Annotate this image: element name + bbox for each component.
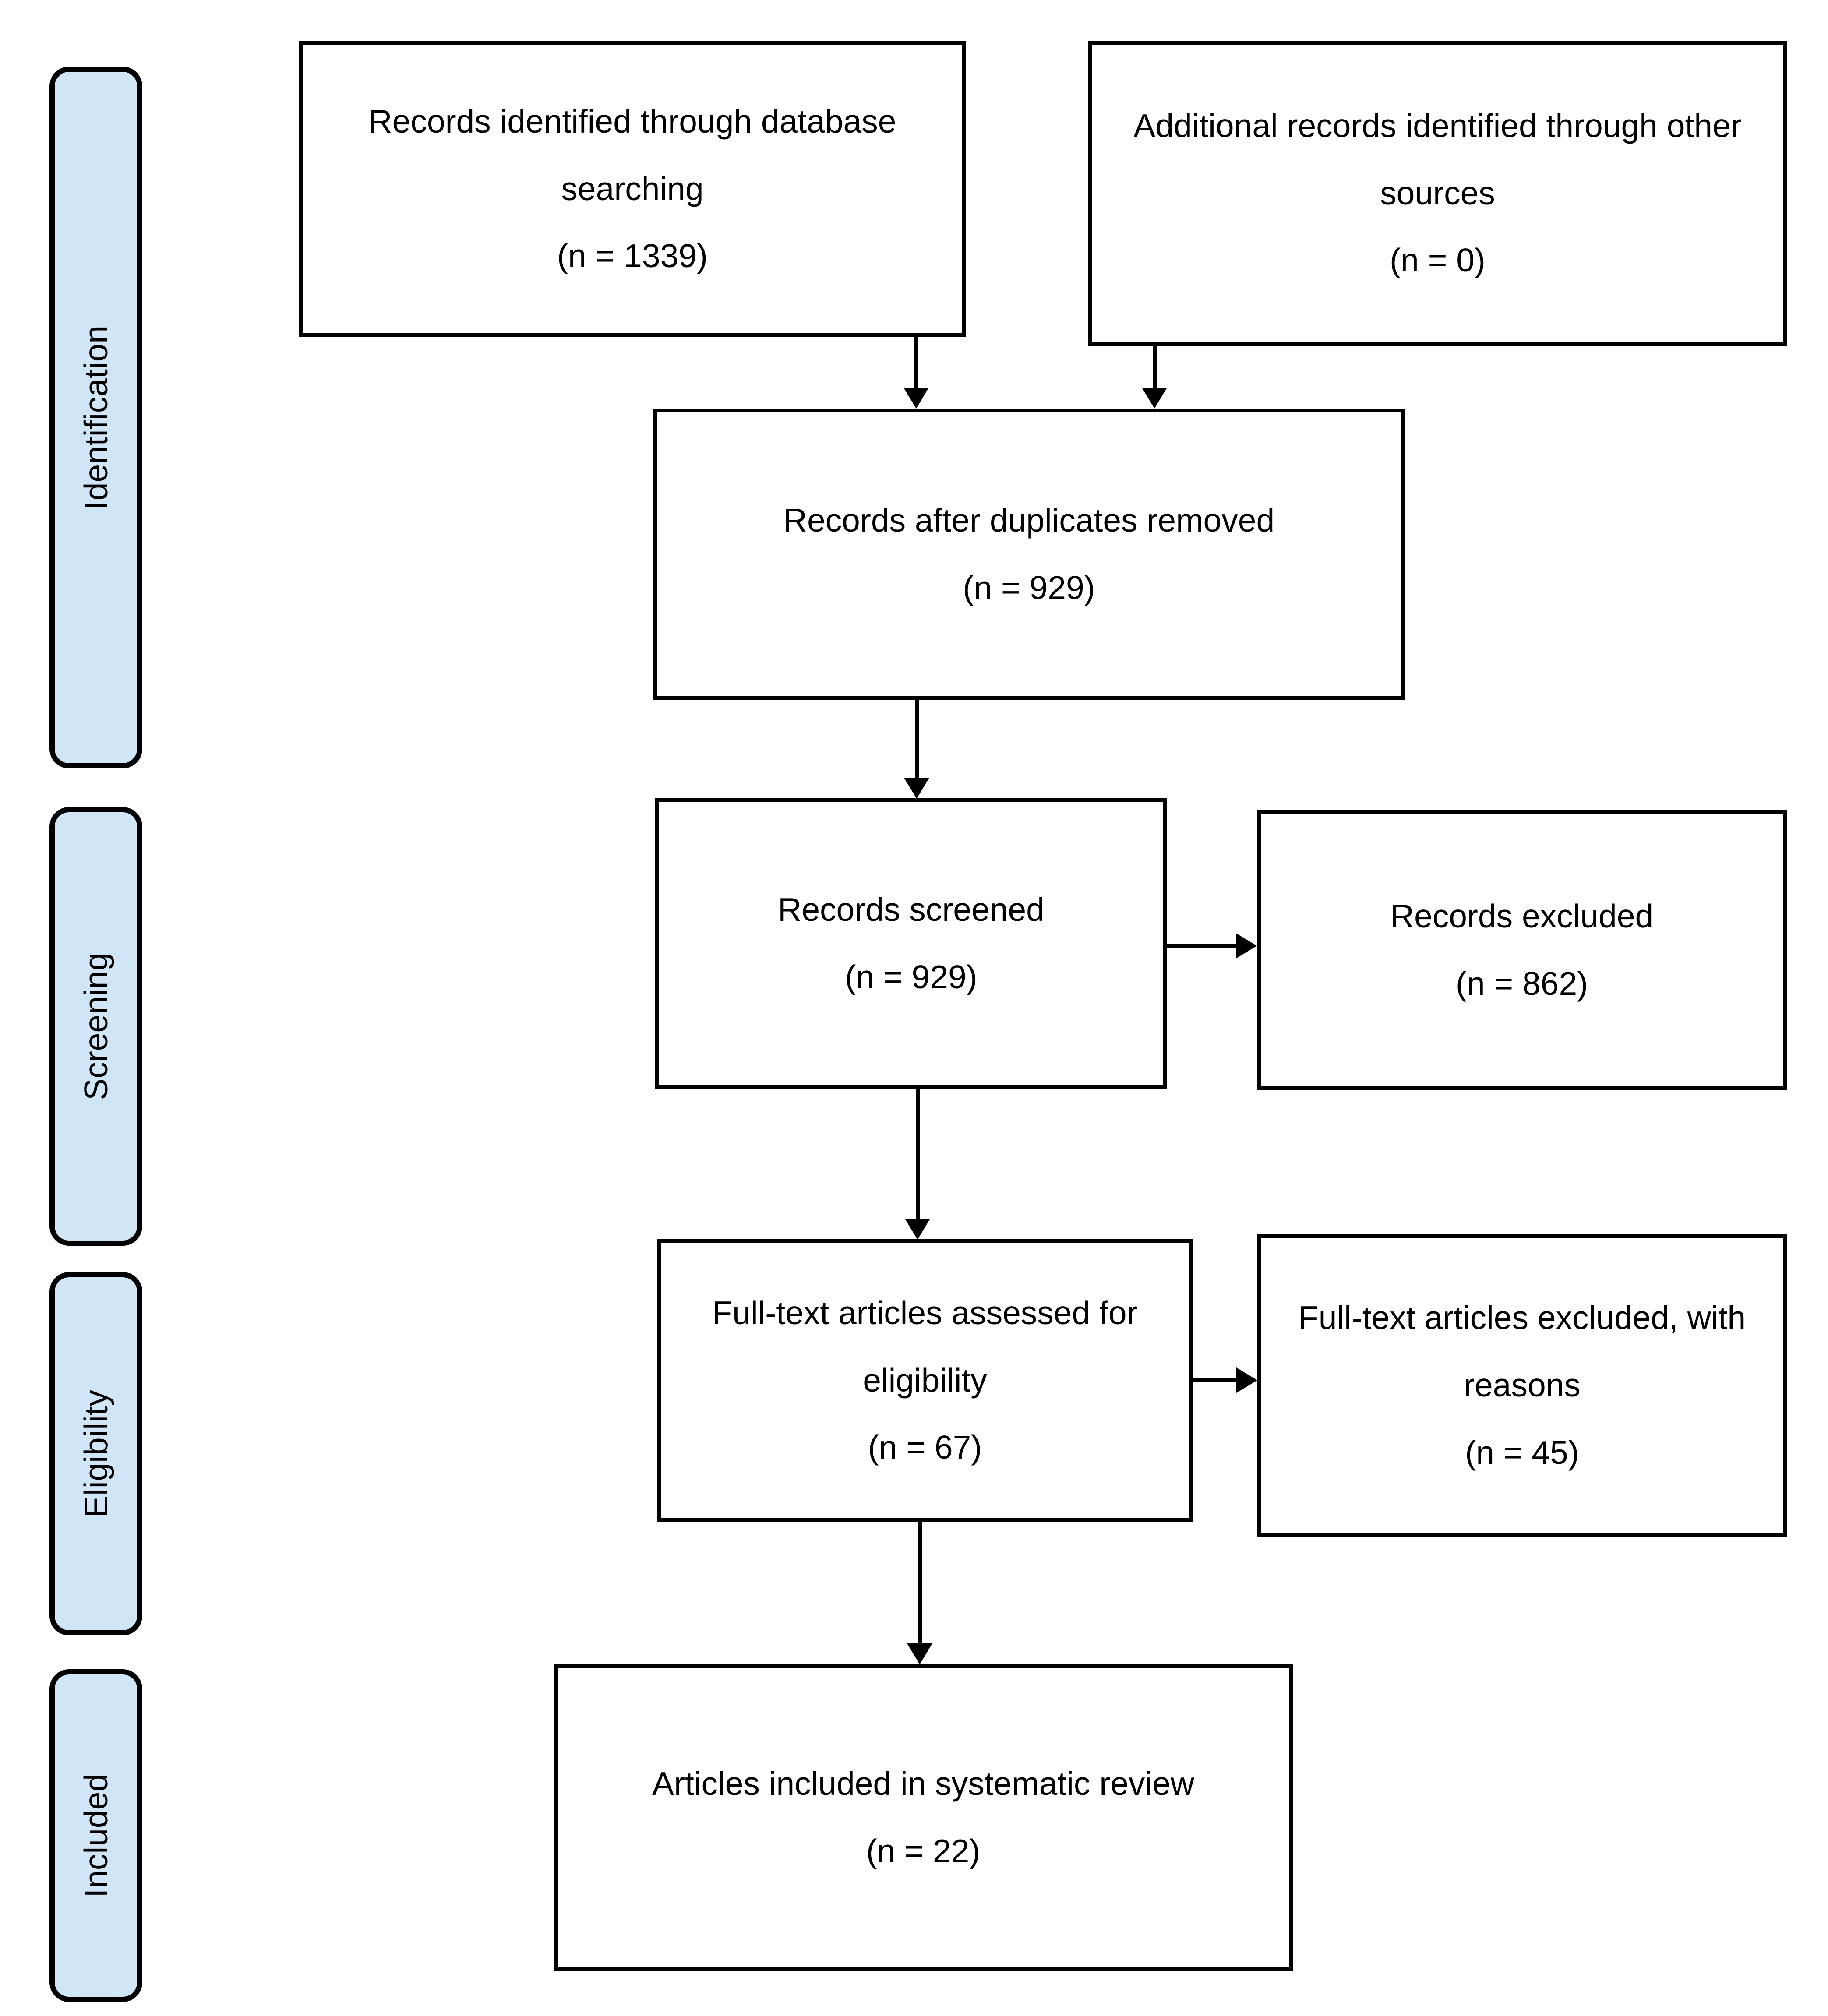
- arrow-screened-to-fulltext-line: [916, 1089, 920, 1220]
- stage-eligibility: Eligibility: [49, 1272, 142, 1635]
- stage-identification-label: Identification: [78, 325, 114, 510]
- arrow-fulltext-to-included-head-icon: [907, 1643, 932, 1664]
- arrow-fulltext-to-excluded-head-icon: [1236, 1367, 1257, 1393]
- arrow-additional-to-dedup-head-icon: [1142, 388, 1167, 409]
- arrow-additional-to-dedup-line: [1153, 346, 1157, 390]
- node-fulltext-excluded: Full-text articles excluded, with reason…: [1257, 1234, 1787, 1537]
- node-articles-included: Articles included in systematic review (…: [554, 1664, 1293, 1971]
- arrow-identified-to-dedup-line: [914, 337, 918, 390]
- stage-included-label: Included: [78, 1773, 114, 1898]
- arrow-dedup-to-screened-head-icon: [904, 778, 929, 799]
- arrow-dedup-to-screened-line: [915, 700, 919, 779]
- node-records-after-duplicates: Records after duplicates removed (n = 92…: [653, 409, 1405, 700]
- stage-screening-label: Screening: [78, 952, 114, 1100]
- node-additional-records: Additional records identified through ot…: [1088, 41, 1787, 346]
- stage-eligibility-label: Eligibility: [78, 1390, 114, 1518]
- arrow-screened-to-excluded-line: [1167, 944, 1238, 948]
- node-records-screened: Records screened (n = 929): [655, 798, 1167, 1089]
- stage-screening: Screening: [49, 807, 142, 1246]
- arrow-screened-to-excluded-head-icon: [1236, 933, 1257, 959]
- node-records-excluded: Records excluded (n = 862): [1257, 810, 1787, 1090]
- arrow-screened-to-fulltext-head-icon: [905, 1219, 930, 1240]
- arrow-fulltext-to-excluded-line: [1193, 1378, 1239, 1382]
- stage-included: Included: [49, 1669, 142, 2002]
- arrow-fulltext-to-included-line: [918, 1521, 922, 1645]
- node-fulltext-assessed: Full-text articles assessed for eligibil…: [657, 1239, 1193, 1522]
- node-records-identified: Records identified through database sear…: [299, 41, 966, 337]
- arrow-identified-to-dedup-head-icon: [903, 388, 929, 409]
- stage-identification: Identification: [49, 67, 142, 768]
